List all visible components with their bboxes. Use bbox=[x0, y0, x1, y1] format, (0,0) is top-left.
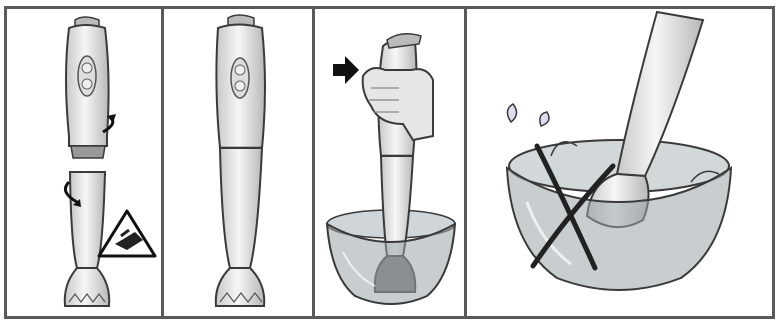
power-button bbox=[231, 58, 249, 98]
blade-guard bbox=[216, 268, 264, 306]
attach-shaft-illustration bbox=[7, 6, 161, 319]
blending-shaft bbox=[220, 148, 262, 268]
power-button bbox=[78, 56, 96, 96]
push-arrow-icon bbox=[333, 56, 359, 84]
motor-collar bbox=[71, 146, 105, 158]
splash-drop bbox=[507, 104, 516, 122]
panel-assembled bbox=[164, 6, 315, 319]
blade-guard bbox=[65, 268, 110, 306]
panel-blending-closeup bbox=[467, 6, 772, 319]
splash-drop bbox=[540, 112, 549, 126]
panel-in-bowl bbox=[315, 6, 467, 319]
blending-closeup-illustration bbox=[467, 6, 772, 319]
panel-attach-shaft bbox=[7, 6, 164, 319]
blender-in-bowl-illustration bbox=[315, 6, 464, 319]
assembled-blender-illustration bbox=[164, 6, 312, 319]
